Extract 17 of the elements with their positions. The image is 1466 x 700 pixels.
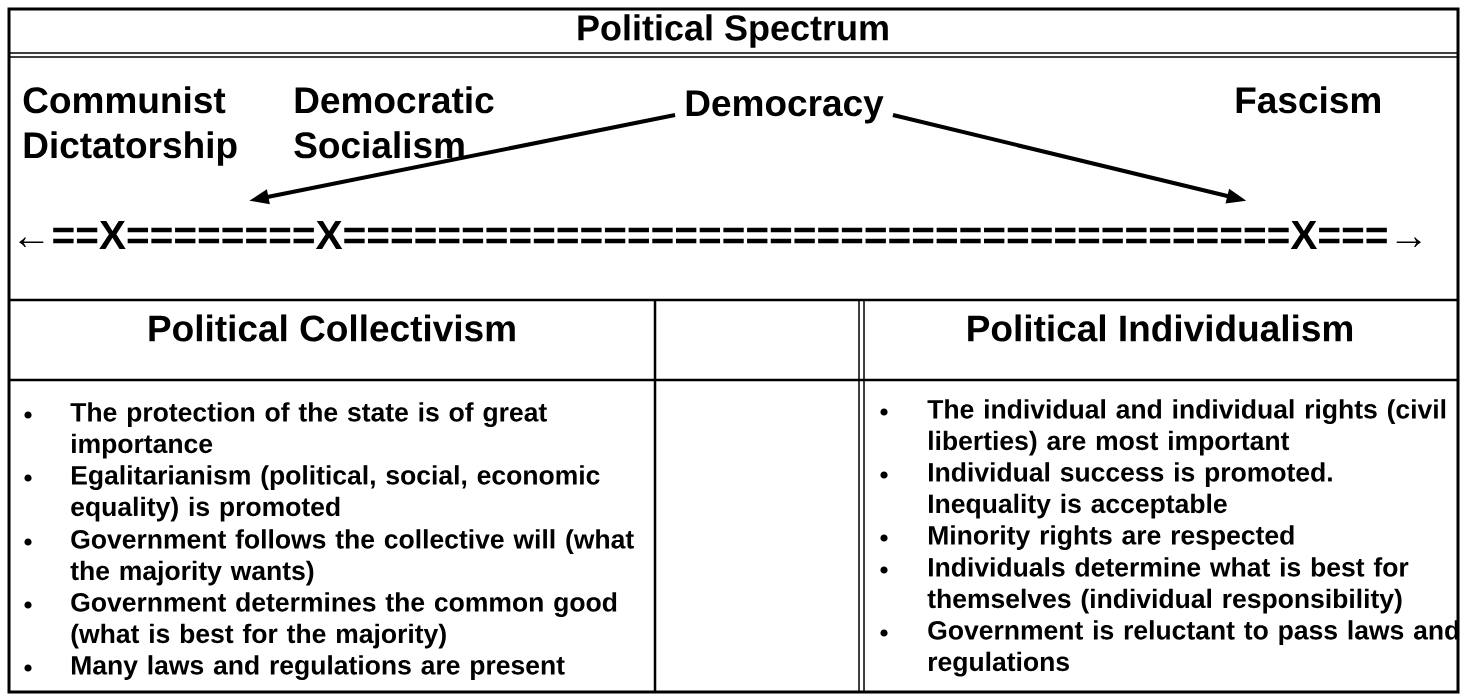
spectrum-line: ←==X========X========================================X===→ bbox=[19, 221, 1421, 249]
bullet-text: Individual success is promoted. Inequality is acceptable bbox=[929, 462, 1332, 519]
bullet-text: Government follows the collective will (what the majority wants) bbox=[70, 529, 634, 586]
bullet-text: Many laws and regulations are present bbox=[72, 655, 565, 680]
spectrum-label: Fascism bbox=[1236, 86, 1380, 114]
title: Political Spectrum bbox=[578, 14, 888, 48]
bullet-text: The individual and individual rights (civil liberties) are most important bbox=[927, 399, 1446, 456]
bullet-text: Egalitarianism (political, social, economic equality) is promoted bbox=[71, 465, 600, 522]
bullet-text: Minority rights are respected bbox=[929, 525, 1294, 550]
bullet-text: The protection of the state is of great importance bbox=[70, 402, 547, 459]
spectrum-label: Communist Dictatorship bbox=[23, 86, 237, 166]
column-header: Political Individualism bbox=[968, 314, 1353, 342]
bullet-text: Government determines the common good (what is best for the majority) bbox=[71, 592, 617, 649]
column-header: Political Collectivism bbox=[149, 314, 515, 342]
spectrum-label: Democratic Socialism bbox=[294, 86, 494, 159]
spectrum-label: Democracy bbox=[686, 90, 884, 124]
bullet-text: Individuals determine what is best for themselves (individual responsibility) bbox=[927, 557, 1409, 614]
